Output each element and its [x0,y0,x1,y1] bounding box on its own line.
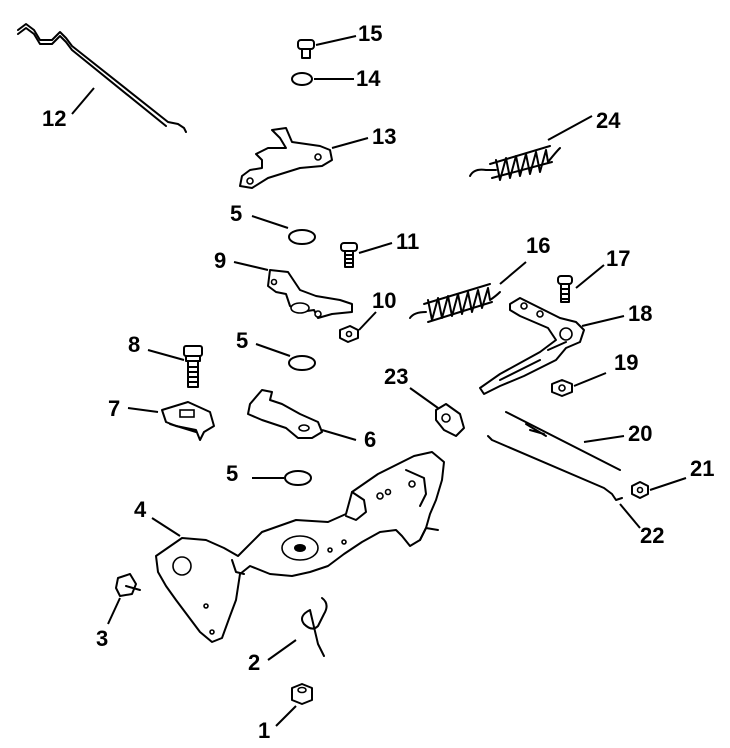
callout-19: 19 [614,350,638,375]
part-19-nut [551,379,573,397]
callout-5-mid: 5 [236,328,248,353]
part-5-washer-top [288,229,316,245]
callout-1: 1 [258,718,270,743]
callout-14: 14 [356,66,381,91]
callout-4: 4 [134,497,147,522]
part-23-clamp [435,403,465,437]
callout-8: 8 [128,332,140,357]
callout-16: 16 [526,233,550,258]
callout-21: 21 [690,456,714,481]
part-5-washer-low [284,470,312,486]
part-24-spring [469,145,561,181]
part-17-screw [557,275,573,303]
callout-3: 3 [96,626,108,651]
callout-labels: 15 14 12 13 24 5 11 9 16 17 10 18 8 5 19… [42,21,714,743]
part-6-plate [247,389,323,439]
part-18-control-lever [479,297,585,395]
callout-10: 10 [372,288,396,313]
leader-lines [71,35,687,727]
callout-17: 17 [606,246,630,271]
callout-20: 20 [628,421,652,446]
part-7-clip [161,401,215,441]
part-12-wire-link [17,23,187,133]
part-20-rod [505,411,621,471]
callout-5-low: 5 [226,461,238,486]
callout-6: 6 [364,427,376,452]
callout-2: 2 [248,650,260,675]
part-11-screw [340,242,358,268]
callout-5-top: 5 [230,201,242,226]
callout-22: 22 [640,523,664,548]
callout-12: 12 [42,106,66,131]
callout-13: 13 [372,124,396,149]
part-15-screw [297,39,315,59]
callout-11: 11 [396,229,419,254]
part-13-bracket [239,127,333,189]
callout-24: 24 [596,108,621,133]
callout-7: 7 [108,396,120,421]
part-8-bolt [183,345,203,388]
part-1-nut [291,683,313,705]
part-4-control-bracket [155,451,445,643]
part-16-spring [409,283,501,323]
part-22-rod [487,435,623,501]
part-21-nut [631,481,649,499]
part-10-nut [339,325,359,343]
part-3-bolt [115,573,141,597]
part-9-throttle-lever [267,269,353,319]
part-2-spring-clip [301,597,328,657]
callout-18: 18 [628,301,652,326]
callout-23: 23 [384,364,408,389]
callout-15: 15 [358,21,382,46]
callout-9: 9 [214,248,226,273]
part-14-washer [291,72,313,86]
part-5-washer-mid [288,355,316,371]
